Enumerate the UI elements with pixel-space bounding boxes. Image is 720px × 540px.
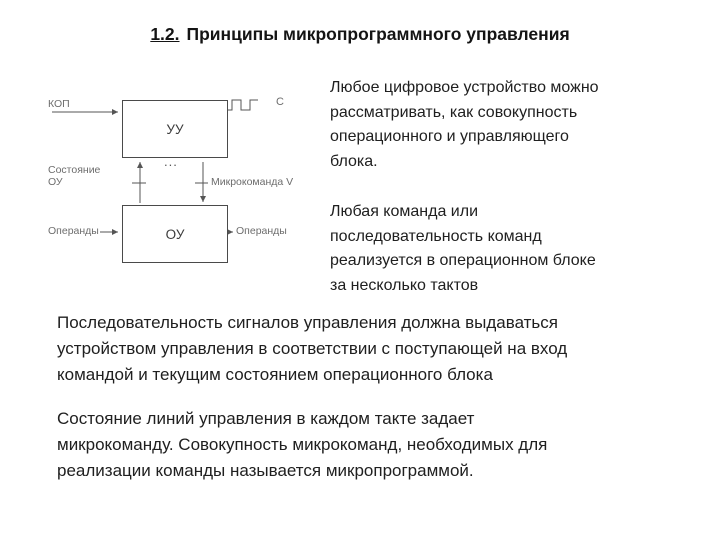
ellipsis-label: ...: [164, 154, 178, 169]
operands-input-label: Операнды: [48, 225, 99, 237]
operational-unit-label: ОУ: [165, 226, 185, 242]
title-number: 1.2.: [150, 24, 180, 44]
operational-unit-box: ОУ: [122, 205, 228, 263]
control-unit-box: УУ: [122, 100, 228, 158]
diagram-connectors: [52, 99, 258, 235]
clock-wave-icon: [228, 99, 258, 111]
block-diagram: УУ ОУ КОП Состояние ОУ ... Микрокоманда …: [40, 92, 340, 282]
page-title: 1.2. Принципы микропрограммного управлени…: [150, 24, 569, 45]
paragraph-bottom-first: Последовательность сигналов управления д…: [57, 313, 568, 384]
paragraph-bottom-second: Состояние линий управления в каждом такт…: [57, 409, 548, 480]
clock-label: C: [276, 96, 284, 108]
title-text: Принципы микропрограммного управления: [186, 24, 570, 44]
microcommand-label: Микрокоманда V: [211, 176, 294, 188]
paragraph-right-bottom: Любая команда или последовательность ком…: [330, 203, 596, 294]
paragraph-right-top: Любое цифровое устройство можно рассматр…: [330, 79, 599, 170]
opcode-label: КОП: [48, 98, 70, 110]
state-label: Состояние ОУ: [48, 164, 101, 188]
control-unit-label: УУ: [166, 121, 184, 137]
operands-output-label: Операнды: [236, 225, 287, 237]
